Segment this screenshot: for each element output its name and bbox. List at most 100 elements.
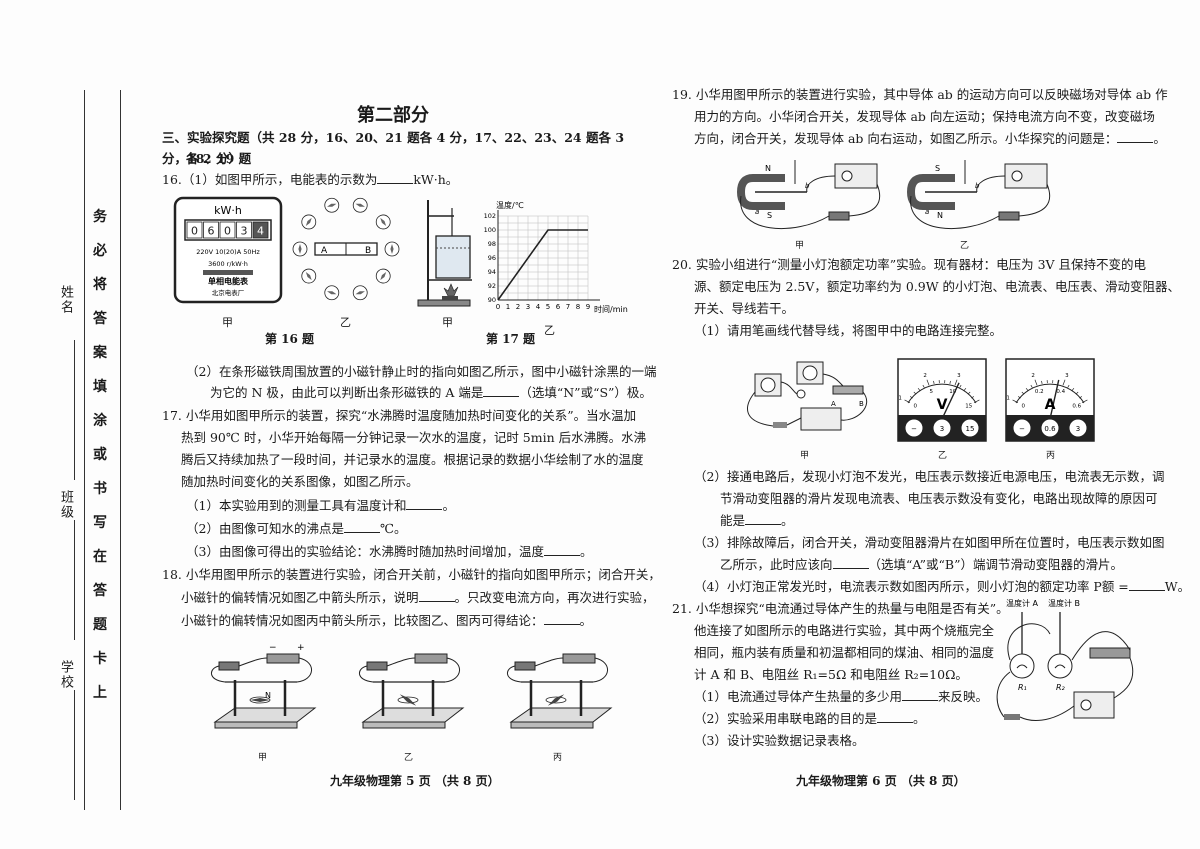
dial-scale-label: 3	[957, 373, 961, 379]
q17-line3: 腾后又持续加热了一段时间，并记录水的温度。根据记录的数据小华绘制了水的温度	[181, 452, 644, 467]
compass-needle	[324, 197, 340, 213]
notice-char: 上	[93, 685, 107, 701]
notice-vertical-text: 务必将答案填涂或书写在答题卡上	[92, 200, 108, 710]
magnet-pole-top: N	[765, 164, 771, 173]
ammeter-letter: A	[1045, 397, 1056, 413]
boiling-apparatus-figure	[417, 200, 472, 307]
dial-terminal	[961, 419, 979, 437]
q21-part1-tail: 来反映。	[937, 689, 988, 704]
voltmeter-needle	[941, 382, 960, 420]
q20-part2-line1: （2）接通电路后，发现小灯泡不发光，电压表示数接近电源电压，电流表无示数，调	[694, 469, 1165, 484]
section-heading-line2: 各 2 分）	[186, 151, 241, 166]
q21-part3: （3）设计实验数据记录表格。	[694, 733, 865, 748]
q17-part3: （3）由图像可得出的实验结论：水沸腾时随加热时间增加，温度。	[186, 543, 593, 559]
q17-part3-text: （3）由图像可得出的实验结论：水沸腾时随加热时间增加，温度	[186, 544, 544, 559]
school-label: 学校	[58, 660, 73, 690]
q17-part1: （1）本实验用到的测量工具有温度计和。	[186, 498, 455, 513]
meter-specs: 220V 10(20)A 50Hz	[196, 248, 260, 256]
meter-digit: 3	[241, 225, 248, 238]
school-underline	[74, 690, 75, 800]
dial-terminal-label: −	[1019, 425, 1025, 433]
q17-part2: （2）由图像可知水的沸点是 ℃。	[186, 518, 406, 539]
dial-terminal	[933, 419, 951, 437]
compass-needle	[324, 285, 340, 301]
q16-part2-tail: （选填“N”或“S”）极。	[519, 385, 652, 400]
q16-part1-text: 16.（1）如图甲所示，电能表的示数为	[162, 172, 378, 187]
q20-part3-line2: 乙所示，此时应该向（选填“A”或“B”）端调节滑动变阻器的滑片。	[720, 554, 1123, 575]
dial-terminal-label: 3	[1076, 425, 1080, 433]
oersted-setup	[211, 653, 317, 729]
q21-line2: 他连接了如图所示的电路进行实验，其中两个烧瓶完全	[694, 623, 995, 638]
graph-x-tick: 1	[506, 303, 510, 311]
compass-n-label: N	[265, 691, 271, 700]
dial-scale-label: 2	[923, 373, 927, 379]
caption-q16: 第 16 题	[265, 332, 315, 346]
q18-blank-2	[543, 612, 580, 625]
meter-digit-box	[203, 221, 219, 239]
notice-char: 将	[93, 277, 107, 293]
thermometer-a-label: 温度计 A	[1006, 598, 1039, 608]
dial-scale-label: 0.4	[1056, 389, 1065, 395]
fig20-jia-label: 甲	[800, 451, 810, 461]
q20-part2-line3: 能是。	[720, 512, 794, 528]
dial-scale-label: 2	[1031, 373, 1035, 379]
q20-direction-blank	[832, 556, 869, 569]
resistor-r1-label: R₁	[1018, 683, 1027, 692]
q17-part2-text: （2）由图像可知水的沸点是	[186, 521, 344, 536]
notice-char: 务	[93, 209, 107, 225]
graph-x-tick: 2	[516, 303, 520, 311]
graph-x-tick: 7	[566, 303, 570, 311]
notice-char: 案	[93, 345, 107, 361]
notice-char: 必	[93, 243, 107, 259]
q16-part2-line2: 为它的 N 极，由此可以判断出条形磁铁的 A 端是（选填“N”或“S”）极。	[210, 382, 652, 403]
fig20-bing-label: 丙	[1046, 451, 1056, 461]
q20-fault-blank	[745, 512, 782, 525]
q17-part1-text: （1）本实验用到的测量工具有温度计和	[186, 498, 407, 513]
section-heading-line1: 三、实验探究题（共 28 分，16、20、21 题各 4 分，17、22、23、…	[162, 130, 625, 166]
compass-needle	[352, 285, 368, 301]
dial-terminal	[1041, 419, 1059, 437]
dial-terminal	[905, 419, 923, 437]
fig17-jia-label: 甲	[442, 316, 453, 329]
meter-digit: 6	[208, 225, 215, 238]
graph-x-tick: 9	[586, 303, 590, 311]
magnet-end-b: B	[365, 246, 371, 256]
q20-part3-line1: （3）排除故障后，闭合开关，滑动变阻器滑片在如图甲所在位置时，电压表示数如图	[694, 535, 1165, 550]
graph-y-tick: 96	[488, 254, 496, 262]
compass-needle	[375, 214, 391, 230]
q20-part3-tail: （选填“A”或“B”）端调节滑动变阻器的滑片。	[868, 557, 1123, 572]
ammeter-needle	[1049, 379, 1060, 420]
fig16-yi-label: 乙	[340, 316, 351, 329]
footer-page6: 九年级物理第 6 页 （共 8 页）	[796, 774, 966, 788]
q18-line1: 18. 小华用图甲所示的装置进行实验，闭合开关前，小磁针的指向如图甲所示；闭合开…	[162, 567, 661, 582]
graph-y-tick: 102	[484, 212, 496, 220]
q20-circuit-figure: A B	[747, 361, 868, 431]
q20-line2: 源、额定电压为 2.5V，额定功率约为 0.9W 的小灯泡、电流表、电压表、滑动…	[694, 279, 1181, 294]
margin-line-outer	[84, 90, 85, 810]
dial-scale-label: 5	[929, 389, 933, 395]
battery-minus: −	[269, 643, 277, 653]
meter-digit-box	[252, 221, 269, 239]
class-label: 班级	[58, 490, 73, 520]
q17-part2-unit: ℃。	[379, 521, 407, 536]
thermometer-b-label: 温度计 B	[1048, 598, 1080, 608]
dial-scale-label: 1	[1006, 396, 1010, 402]
q19-question-blank	[1117, 130, 1154, 143]
q20-part4: （4）小灯泡正常发光时，电流表示数如图丙所示，则小灯泡的额定功率 P额 =W。	[694, 576, 1190, 597]
graph-x-tick: 0	[496, 303, 500, 311]
graph-x-tick: 3	[526, 303, 530, 311]
q16-pole-blank	[483, 384, 520, 397]
oersted-setup	[507, 653, 613, 729]
name-underline	[74, 340, 75, 480]
q16-answer-blank	[377, 171, 414, 184]
q17-conclusion-blank	[543, 543, 580, 556]
dial-scale-label: 10	[949, 389, 956, 395]
dial-terminal-label: −	[911, 425, 917, 433]
notice-char: 书	[93, 481, 107, 497]
compass-needle	[375, 268, 391, 284]
